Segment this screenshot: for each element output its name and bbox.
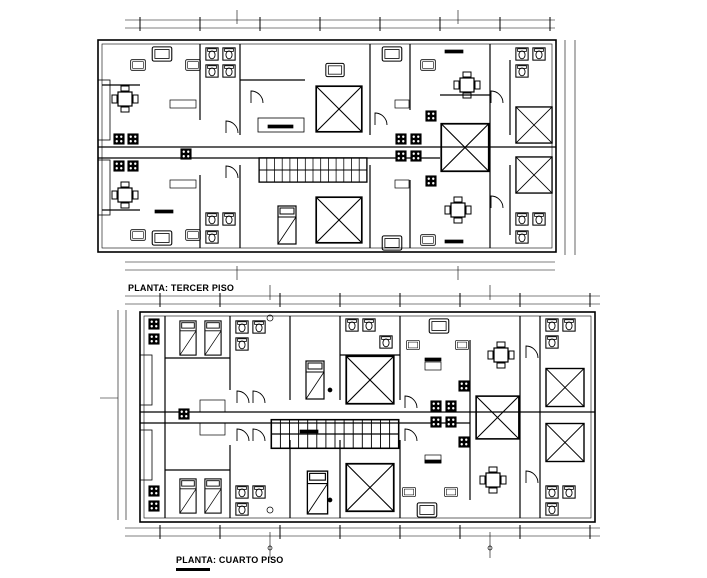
dimension-lines-top — [125, 10, 576, 280]
outer-wall — [139, 311, 596, 523]
plan-title-cuarto-piso: PLANTA: CUARTO PISO — [176, 555, 284, 565]
scale-bar — [176, 568, 210, 571]
plan-title-tercer-piso: PLANTA: TERCER PISO — [128, 283, 235, 293]
plan-tercer-piso — [97, 10, 576, 280]
plan-cuarto-piso — [100, 285, 600, 558]
dimension-lines-bottom — [100, 285, 600, 558]
outer-wall — [97, 39, 557, 253]
